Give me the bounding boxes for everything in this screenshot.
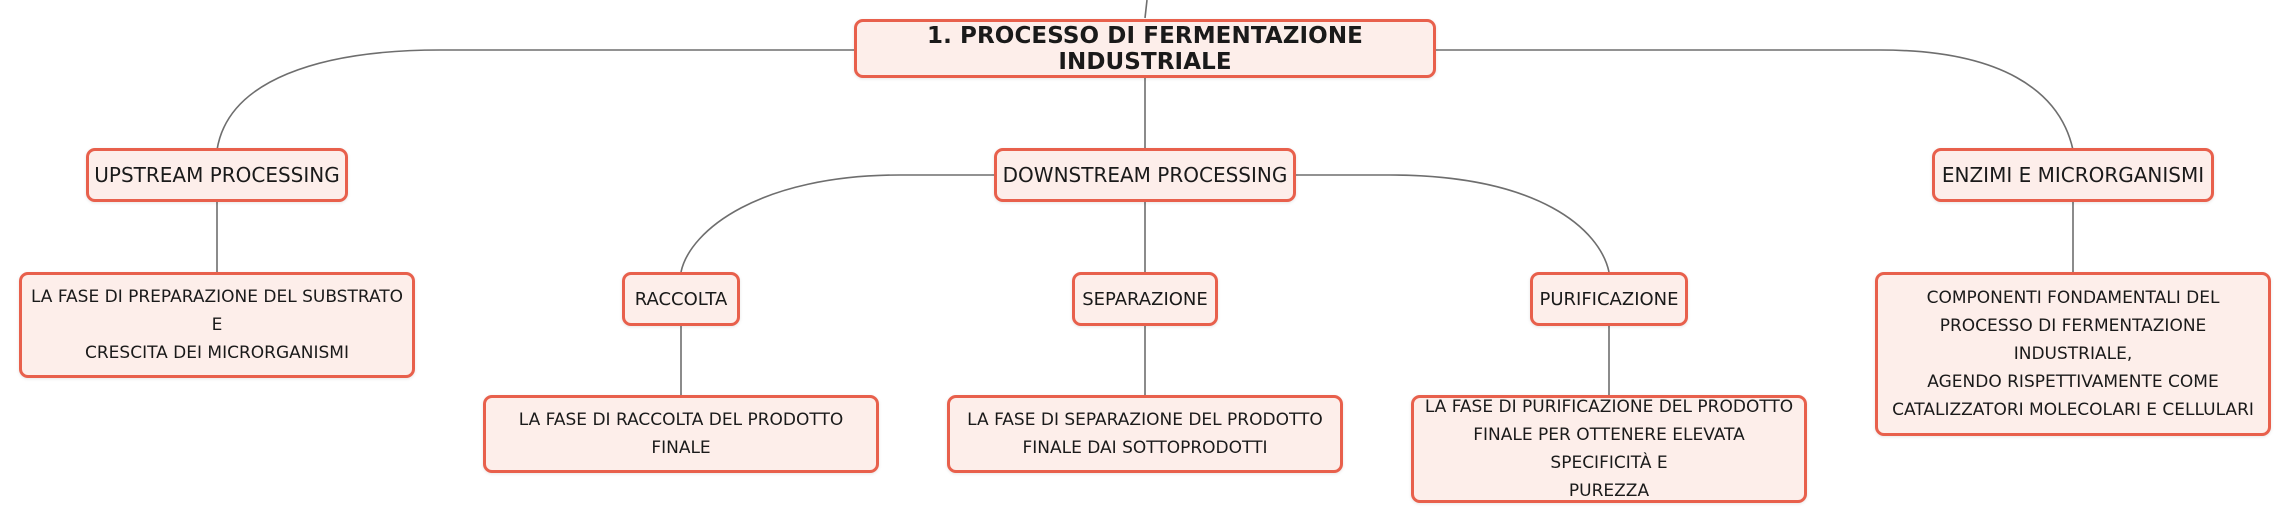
purificazione-label: PURIFICAZIONE (1539, 288, 1679, 310)
enzimi-description-node[interactable]: COMPONENTI FONDAMENTALI DEL PROCESSO DI … (1875, 272, 2271, 436)
upstream-processing-node[interactable]: UPSTREAM PROCESSING (86, 148, 348, 202)
raccolta-node[interactable]: RACCOLTA (622, 272, 740, 326)
connector-downstream-purificazione (1296, 174, 1610, 273)
upstream-processing-label: UPSTREAM PROCESSING (94, 163, 340, 187)
separazione-description-text: LA FASE DI SEPARAZIONE DEL PRODOTTO FINA… (967, 410, 1323, 458)
connector-downstream-raccolta (680, 174, 994, 273)
enzimi-microrganismi-node[interactable]: ENZIMI E MICRORGANISMI (1932, 148, 2214, 202)
raccolta-description-node[interactable]: LA FASE DI RACCOLTA DEL PRODOTTO FINALE (483, 395, 879, 473)
purificazione-description-text: LA FASE DI PURIFICAZIONE DEL PRODOTTO FI… (1424, 397, 1794, 501)
root-topic-label: 1. PROCESSO DI FERMENTAZIONE INDUSTRIALE (926, 22, 1363, 75)
downstream-processing-node[interactable]: DOWNSTREAM PROCESSING (994, 148, 1296, 202)
enzimi-microrganismi-label: ENZIMI E MICRORGANISMI (1941, 163, 2205, 187)
connector-root-enzimi (1434, 49, 2074, 151)
separazione-label: SEPARAZIONE (1082, 288, 1208, 310)
upstream-description-node[interactable]: LA FASE DI PREPARAZIONE DEL SUBSTRATO E … (19, 272, 415, 378)
raccolta-description-text: LA FASE DI RACCOLTA DEL PRODOTTO FINALE (518, 410, 844, 458)
separazione-description-node[interactable]: LA FASE DI SEPARAZIONE DEL PRODOTTO FINA… (947, 395, 1343, 473)
root-topic-node[interactable]: 1. PROCESSO DI FERMENTAZIONE INDUSTRIALE (854, 19, 1436, 78)
purificazione-node[interactable]: PURIFICAZIONE (1530, 272, 1688, 326)
raccolta-label: RACCOLTA (634, 288, 728, 310)
separazione-node[interactable]: SEPARAZIONE (1072, 272, 1218, 326)
downstream-processing-label: DOWNSTREAM PROCESSING (1002, 163, 1288, 187)
connector-root-upstream (216, 49, 854, 151)
connector-top-parent (1144, 0, 1148, 19)
upstream-description-text: LA FASE DI PREPARAZIONE DEL SUBSTRATO E … (30, 287, 404, 363)
purificazione-description-node[interactable]: LA FASE DI PURIFICAZIONE DEL PRODOTTO FI… (1411, 395, 1807, 503)
enzimi-description-text: COMPONENTI FONDAMENTALI DEL PROCESSO DI … (1892, 288, 2254, 420)
